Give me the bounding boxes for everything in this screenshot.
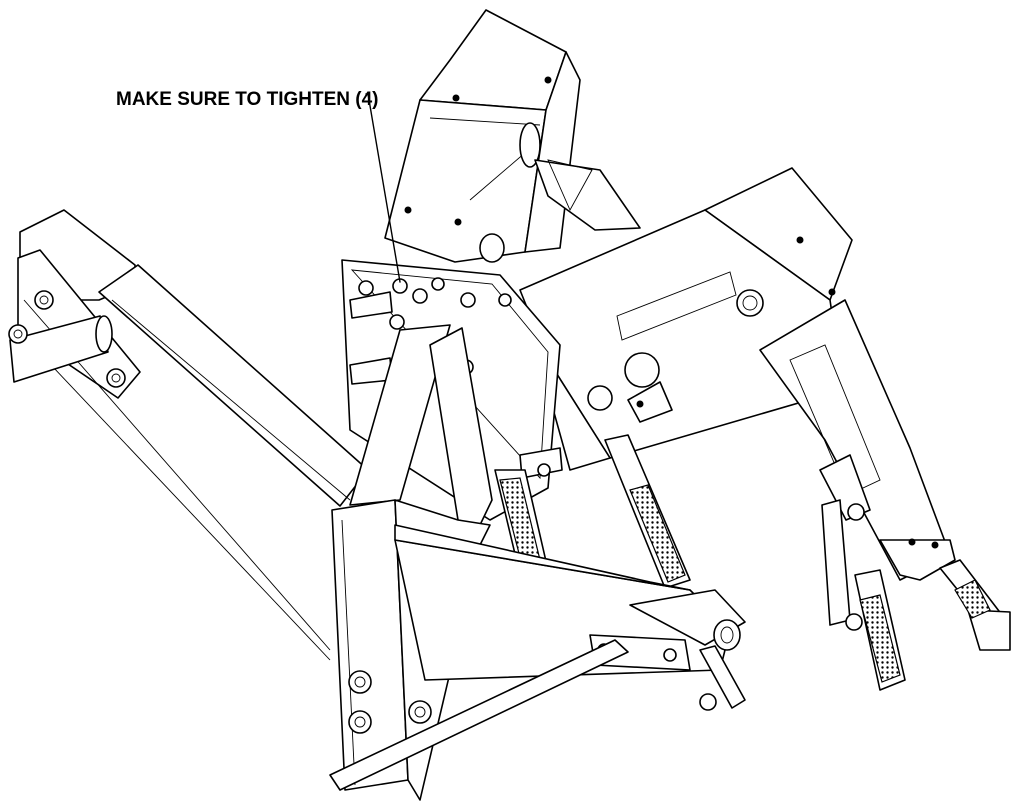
tighten-bolt-icon bbox=[412, 288, 428, 304]
bolt-icon bbox=[845, 613, 863, 631]
pivot-icon bbox=[624, 352, 660, 388]
bolt-icon bbox=[34, 290, 54, 310]
knob-icon bbox=[736, 289, 764, 317]
top-head-unit bbox=[384, 9, 641, 263]
bolt-icon bbox=[408, 700, 432, 724]
bolt-icon bbox=[348, 710, 372, 734]
hub-icon bbox=[713, 619, 741, 651]
bolt-icon bbox=[699, 693, 717, 711]
left-arm bbox=[8, 209, 369, 661]
bolt-icon bbox=[847, 503, 865, 521]
callout-leader bbox=[365, 93, 401, 283]
bolt-icon bbox=[348, 670, 372, 694]
tighten-callout: MAKE SURE TO TIGHTEN (4) bbox=[116, 89, 379, 110]
bolt-icon bbox=[8, 324, 28, 344]
right-arm-housing bbox=[519, 167, 853, 471]
right-leg bbox=[759, 299, 1011, 691]
bolt-icon bbox=[106, 368, 126, 388]
front-upright bbox=[329, 324, 746, 801]
